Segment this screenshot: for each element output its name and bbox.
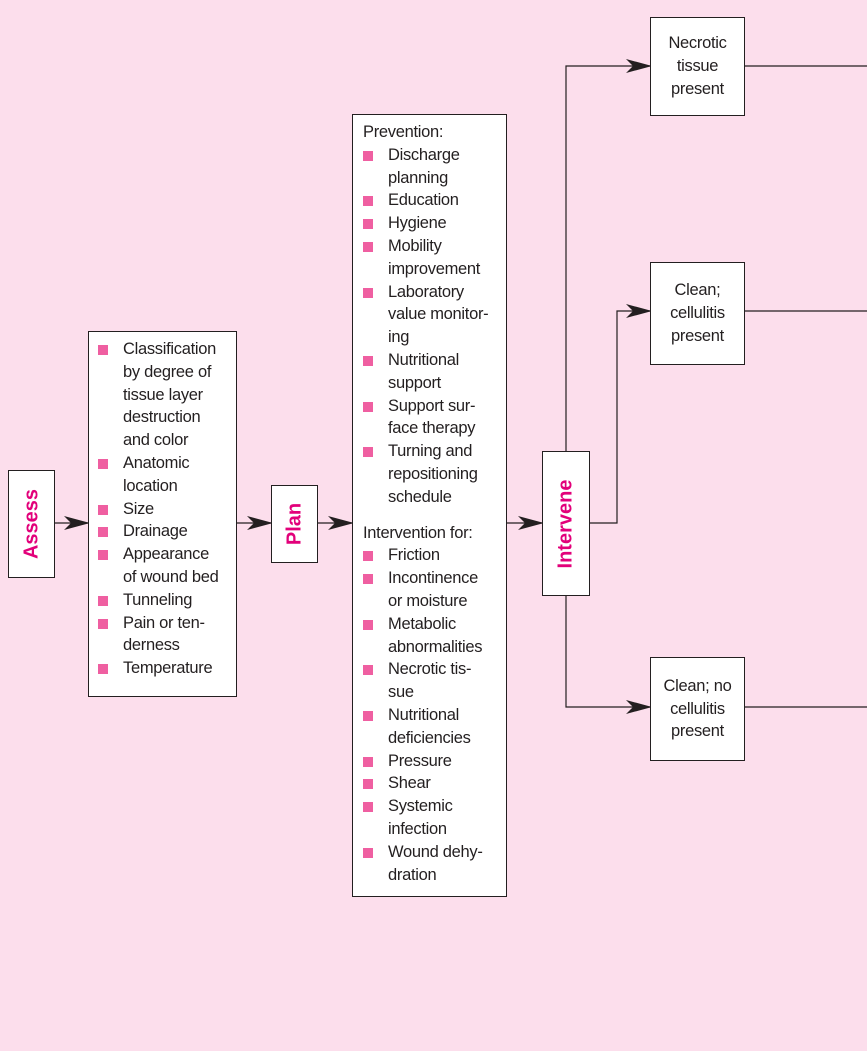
list-item-text: Temperature <box>123 659 213 678</box>
list-item: Incontinence or moisture <box>363 567 505 613</box>
prevention-heading: Prevention: <box>363 123 444 141</box>
bullet-icon <box>98 550 108 561</box>
list-item: Education <box>363 189 505 212</box>
bullet-icon <box>363 619 373 630</box>
list-item-text: Friction <box>388 546 440 565</box>
bullet-icon <box>363 150 373 161</box>
list-item: Nutritional deficiencies <box>363 704 505 750</box>
bullet-icon <box>363 779 373 790</box>
bullet-icon <box>363 447 373 458</box>
list-item-text: Shear <box>388 774 431 793</box>
list-item-text: Nutritional support <box>388 350 459 392</box>
bullet-icon <box>98 618 108 629</box>
bullet-icon <box>363 241 373 252</box>
bullet-icon <box>363 401 373 412</box>
list-item-text: Hygiene <box>388 214 447 233</box>
list-item: Appearance of wound bed <box>98 543 233 589</box>
plan-label: Plan <box>283 502 305 546</box>
arrow-to-no-cellulitis <box>565 595 652 714</box>
bullet-icon <box>363 574 373 585</box>
list-item: Discharge planning <box>363 144 505 190</box>
plan-box: Plan <box>271 485 318 563</box>
bullet-icon <box>363 756 373 767</box>
list-item: Tunneling <box>98 589 233 612</box>
list-item-text: Support sur- face therapy <box>388 396 476 438</box>
list-item-text: Wound dehy- dration <box>388 842 483 884</box>
arrow-to-cellulitis <box>589 304 652 524</box>
bullet-icon <box>98 527 108 538</box>
list-item-text: Necrotic tis- sue <box>388 660 472 702</box>
bullet-icon <box>363 219 373 230</box>
bullet-icon <box>98 664 108 675</box>
list-item-text: Anatomic location <box>123 453 190 495</box>
bullet-icon <box>363 710 373 721</box>
list-item: Pressure <box>363 750 505 773</box>
assess-box: Assess <box>8 470 55 578</box>
outcome-necrotic-tissue: Necrotic tissue present <box>650 17 745 116</box>
list-item-text: Drainage <box>123 522 188 541</box>
list-item-text: Education <box>388 191 459 210</box>
arrow-to-necrotic <box>565 59 652 451</box>
list-item: Laboratory value monitor- ing <box>363 281 505 349</box>
list-item: Drainage <box>98 520 233 543</box>
list-item-text: Nutritional deficiencies <box>388 705 471 747</box>
intervene-label: Intervene <box>554 479 577 568</box>
bullet-icon <box>98 595 108 606</box>
list-item: Anatomic location <box>98 452 233 498</box>
outcome-clean-no-cellulitis: Clean; no cellulitis present <box>650 657 745 761</box>
bullet-icon <box>98 345 108 355</box>
list-item-text: Classification by degree of tissue layer… <box>123 340 217 450</box>
intervene-box: Intervene <box>542 451 590 596</box>
list-item-text: Mobility improvement <box>388 236 481 278</box>
bullet-icon <box>363 355 373 366</box>
list-item: Size <box>98 498 233 521</box>
list-item-text: Discharge planning <box>388 145 460 187</box>
outcome-clean-cellulitis: Clean; cellulitis present <box>650 262 745 365</box>
list-item: Nutritional support <box>363 349 505 395</box>
list-item: Hygiene <box>363 212 505 235</box>
list-item: Necrotic tis- sue <box>363 658 505 704</box>
list-item: Metabolic abnormalities <box>363 613 505 659</box>
assess-label: Assess <box>20 488 42 560</box>
list-item: Systemic infection <box>363 795 505 841</box>
list-item-text: Appearance of wound bed <box>123 545 219 586</box>
bullet-icon <box>363 847 373 858</box>
bullet-icon <box>363 665 373 676</box>
list-item: Friction <box>363 544 505 567</box>
list-item: Shear <box>363 772 505 795</box>
list-item-text: Turning and repositioning schedule <box>388 442 478 506</box>
list-item-text: Pressure <box>388 751 452 770</box>
list-item-text: Incontinence or moisture <box>388 569 478 610</box>
list-item: Turning and repositioning schedule <box>363 440 505 508</box>
bullet-icon <box>363 196 373 207</box>
assess-criteria-list: Classification by degree of tissue layer… <box>98 338 233 680</box>
list-item-text: Tunneling <box>123 590 193 609</box>
bullet-icon <box>98 458 108 469</box>
list-item: Wound dehy- dration <box>363 841 505 887</box>
bullet-icon <box>363 802 373 813</box>
assess-criteria-box: Classification by degree of tissue layer… <box>88 331 237 697</box>
bullet-icon <box>363 551 373 562</box>
list-item: Mobility improvement <box>363 235 505 281</box>
list-item: Pain or ten- derness <box>98 612 233 658</box>
list-item: Support sur- face therapy <box>363 395 505 441</box>
intervention-heading: Intervention for: <box>363 523 473 542</box>
list-item-text: Size <box>123 499 154 518</box>
bullet-icon <box>363 287 373 298</box>
list-item-text: Systemic infection <box>388 797 453 838</box>
bullet-icon <box>98 504 108 515</box>
list-item: Classification by degree of tissue layer… <box>98 338 233 452</box>
list-item-text: Metabolic abnormalities <box>388 614 483 656</box>
list-item: Temperature <box>98 657 233 680</box>
list-item-text: Laboratory value monitor- ing <box>388 282 489 347</box>
list-item-text: Pain or ten- derness <box>123 613 205 655</box>
